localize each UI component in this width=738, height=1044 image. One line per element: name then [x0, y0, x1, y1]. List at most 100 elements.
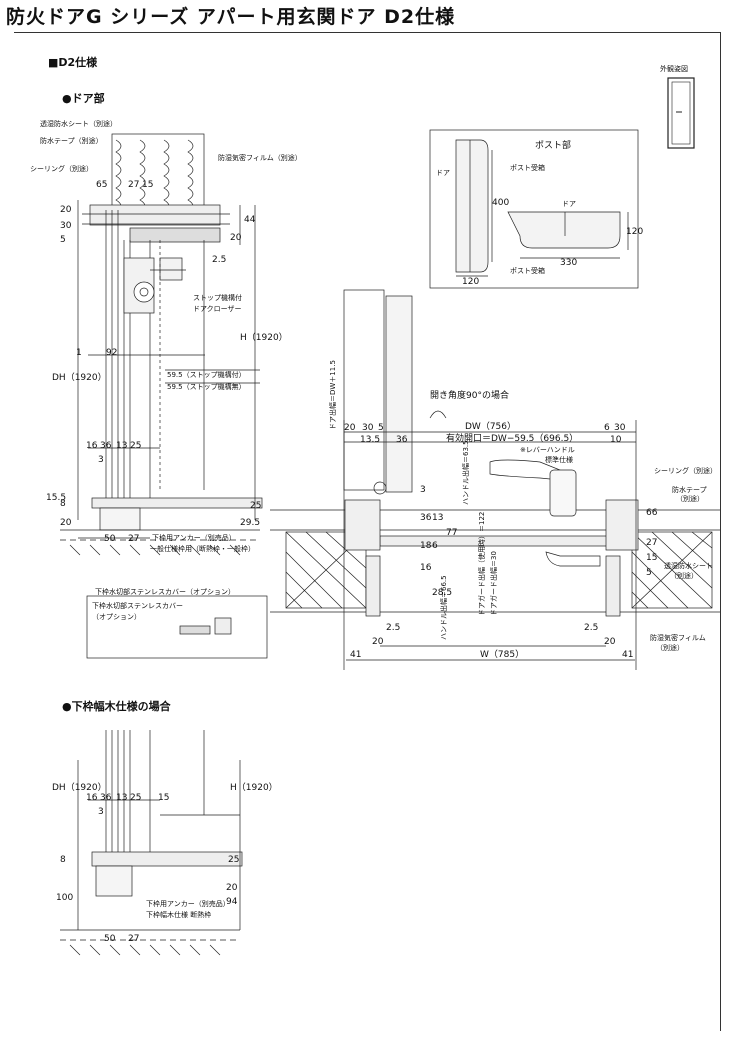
dim-15: 15: [142, 180, 153, 190]
plan-section: [270, 289, 720, 670]
label-stop-without: 59.5（ストップ機構無）: [167, 382, 246, 391]
label-general: 一般仕様枠用（断熱枠・一般枠）: [150, 544, 255, 553]
wdim-20: 20: [226, 883, 238, 893]
wood-sill-section: [60, 730, 243, 956]
pdim-15: 15: [646, 553, 657, 563]
wdim-13: 13: [116, 793, 127, 803]
exterior-elevation: [667, 77, 695, 149]
dim-1: 1: [76, 348, 82, 358]
dim-20c: 20: [60, 518, 72, 528]
pdim-2-5: 2.5: [386, 623, 400, 633]
pdim-5b: 5: [646, 568, 652, 578]
label-waterproof-tape: 防水テープ（別途）: [40, 136, 103, 145]
dim-30: 30: [60, 221, 72, 231]
section-spec: ■D2仕様: [48, 56, 98, 69]
pdim-30: 30: [362, 423, 374, 433]
dim-65: 65: [96, 180, 107, 190]
wdim-dh: DH（1920）: [52, 782, 107, 793]
pdim-13-5: 13.5: [360, 435, 380, 445]
dim-20: 20: [60, 205, 72, 215]
pdim-20b: 20: [372, 637, 384, 647]
plan-dw: DW（756）: [465, 421, 516, 432]
section-wood-sill: ●下枠幅木仕様の場合: [62, 700, 171, 713]
dim-2-5: 2.5: [212, 255, 226, 265]
pdim-10: 10: [610, 435, 622, 445]
dim-27: 27: [128, 180, 139, 190]
wood-anchor-label: 下枠用アンカー（別売品）: [146, 899, 230, 908]
cover-option: （オプション）: [92, 613, 141, 621]
post-title: ポスト部: [535, 139, 571, 151]
cover-option-box: [86, 595, 268, 659]
label-closer: ドアクローザー: [193, 305, 242, 313]
pdim-16: 16: [420, 563, 432, 573]
dim-27b: 27: [128, 534, 139, 544]
pdim-36: 36: [396, 435, 408, 445]
dim-3: 3: [98, 455, 104, 465]
wood-sill-label: 下枠幅木仕様 断熱枠: [146, 910, 211, 919]
pdim-36b: 36: [420, 513, 432, 523]
plan-handle-out: ハンドル出幅＝63.5: [461, 440, 470, 505]
dim-15-5: 15.5: [46, 493, 66, 503]
dim-44: 44: [244, 215, 256, 225]
wdim-3: 3: [98, 807, 104, 817]
pdim-41b: 41: [622, 650, 633, 660]
plan-standard: 標準仕様: [545, 455, 573, 464]
pdim-27: 27: [646, 538, 657, 548]
dim-25: 25: [130, 441, 141, 451]
post-d330: 330: [560, 258, 577, 268]
wdim-8: 8: [60, 855, 66, 865]
left-section: [60, 133, 263, 556]
wdim-94: 94: [226, 897, 238, 907]
plan-w: W（785）: [480, 649, 524, 660]
plan-tape: 防水テープ: [672, 485, 707, 494]
label-sealing: シーリング（別途）: [30, 164, 93, 173]
plan-sheet: 透湿防水シート: [664, 561, 713, 570]
plan-sheet-sep: （別途）: [670, 571, 698, 580]
pdim-5: 5: [378, 423, 384, 433]
post-d120b: 120: [462, 277, 479, 287]
plan-handle-out2: ハンドル出幅＝66.5: [439, 575, 448, 640]
wdim-15: 15: [158, 793, 169, 803]
plan-tape-sep: （別途）: [676, 494, 704, 503]
exterior-label: 外観姿図: [660, 65, 688, 73]
pdim-2-5b: 2.5: [584, 623, 598, 633]
pdim-28-5: 28.5: [432, 588, 452, 598]
pdim-30b: 30: [614, 423, 626, 433]
dim-50: 50: [104, 534, 116, 544]
label-waterproof-sheet: 透湿防水シート（別途）: [40, 119, 117, 128]
post-d400: 400: [492, 198, 509, 208]
dim-16: 16: [86, 441, 98, 451]
plan-film: 防湿気密フィルム: [650, 633, 706, 642]
post-door-small: ドア: [562, 200, 576, 208]
wdim-h: H（1920）: [230, 782, 278, 793]
wdim-50: 50: [104, 934, 116, 944]
dim-92: 92: [106, 348, 117, 358]
dim-8: 8: [60, 499, 66, 509]
plan-film-sep: （別途）: [656, 643, 684, 652]
pdim-6: 6: [604, 423, 610, 433]
dim-5: 5: [60, 235, 66, 245]
label-anchor: 下枠用アンカー（別売品）: [152, 533, 236, 542]
pdim-66: 66: [646, 508, 658, 518]
plan-sealing: シーリング（別途）: [654, 466, 717, 475]
pdim-20: 20: [344, 423, 356, 433]
wdim-36: 36: [100, 793, 112, 803]
post-door: ドア: [436, 169, 450, 177]
wdim-16: 16: [86, 793, 98, 803]
pdim-6b: 6: [432, 541, 438, 551]
wdim-25: 25: [130, 793, 141, 803]
section-door-part: ●ドア部: [62, 92, 105, 105]
dim-36: 36: [100, 441, 112, 451]
cover-title: 下枠水切部ステンレスカバー（オプション）: [95, 587, 235, 596]
pdim-13: 13: [432, 513, 443, 523]
pdim-77: 77: [446, 528, 457, 538]
cover-inner: 下枠水切部ステンレスカバー: [92, 601, 183, 610]
plan-door-out: ドア出幅＝DW＋11.5: [328, 360, 337, 430]
dim-20b: 20: [230, 233, 242, 243]
wdim-27: 27: [128, 934, 139, 944]
wdim-25b: 25: [228, 855, 239, 865]
wdim-100: 100: [56, 893, 73, 903]
pdim-3: 3: [420, 485, 426, 495]
page-title: 防火ドアG シリーズ アパート用玄関ドア D2仕様: [6, 6, 456, 28]
